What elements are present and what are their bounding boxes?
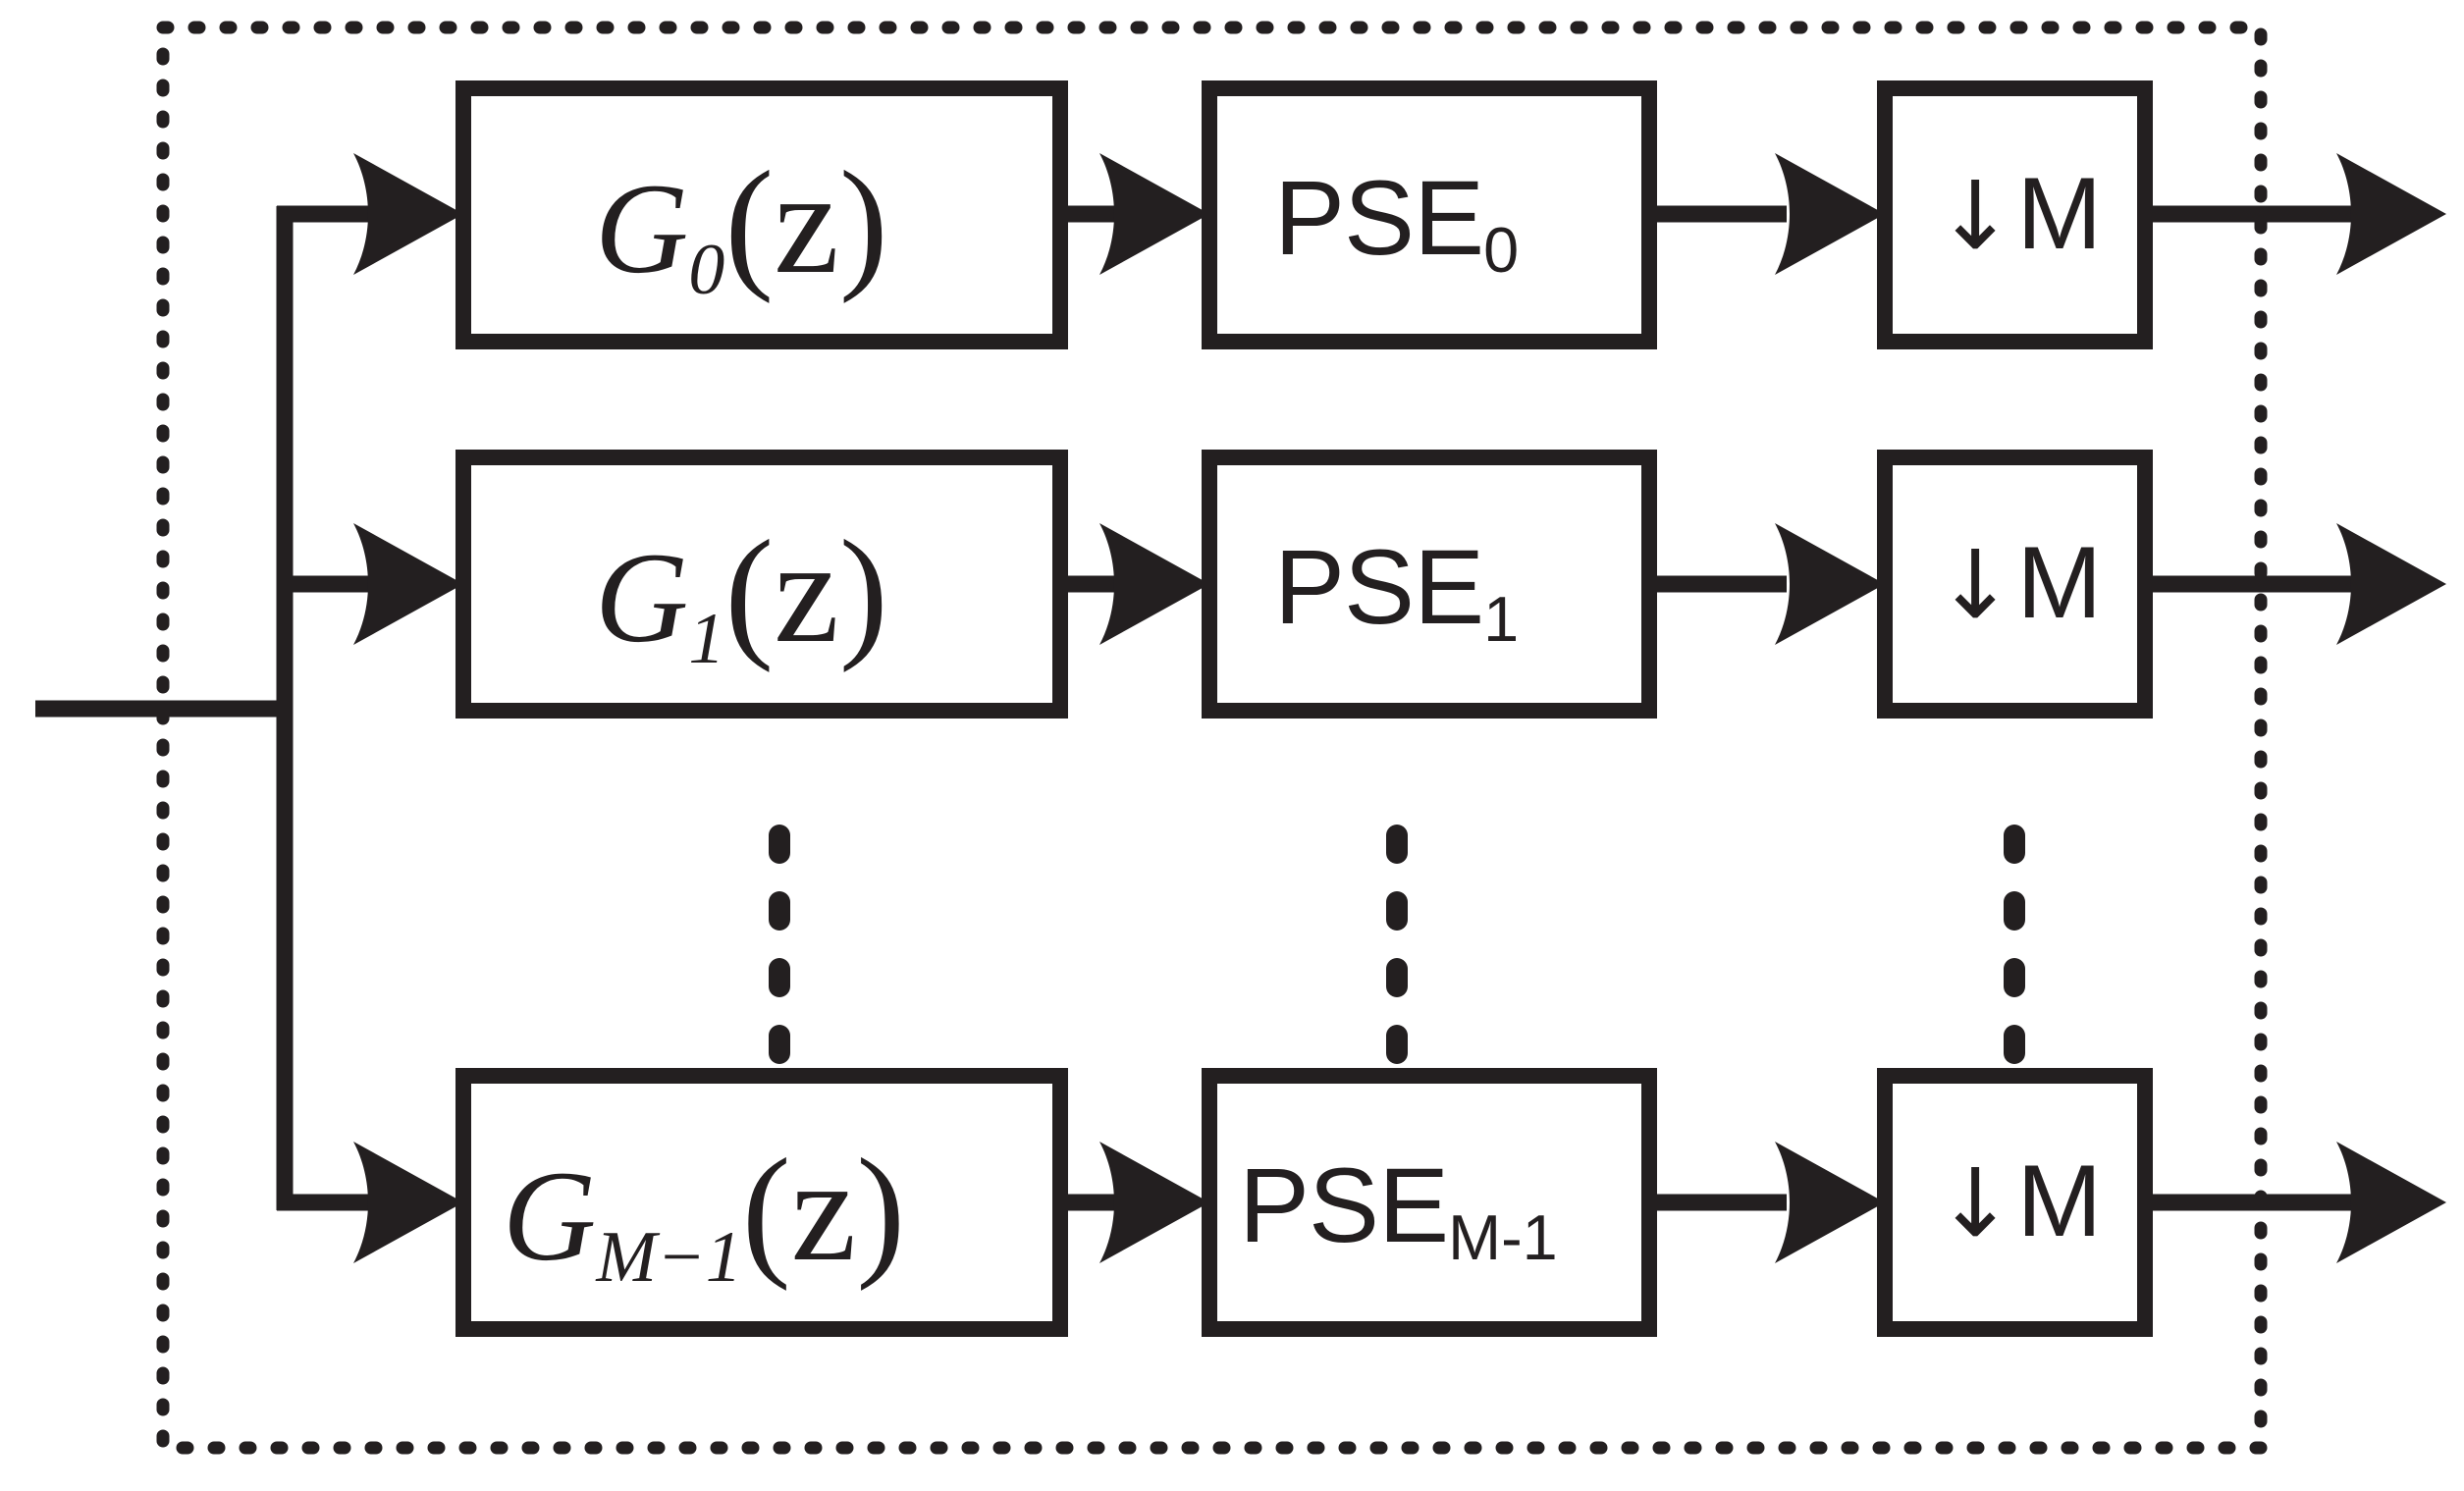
filter-label-last: GM−1(z) (503, 1137, 905, 1293)
decimator-factor-last: M (2016, 1145, 2105, 1258)
arrow-head-bus-to-filter-1 (353, 523, 463, 645)
down-arrow-icon: ↓ (1936, 161, 2017, 271)
pse-box-1 (1202, 450, 1657, 719)
arrow-head-output-last (2336, 1142, 2446, 1263)
filter-subscript-last: M−1 (596, 1216, 742, 1298)
arrow-head-output-0 (2336, 153, 2446, 275)
down-arrow-icon: ↓ (1936, 530, 2017, 640)
arrow-head-output-1 (2336, 523, 2446, 645)
filter-box-last (455, 1068, 1068, 1337)
filter-subscript-1: 1 (688, 598, 725, 679)
decimator-factor-0: M (2016, 157, 2105, 271)
pse-subscript-last: M-1 (1448, 1201, 1558, 1274)
decimator-label-0: ↓M (1936, 163, 2104, 265)
filter-base-last: G (503, 1144, 597, 1288)
decimator-box-1 (1877, 450, 2153, 719)
filter-box-0 (455, 80, 1068, 349)
filter-arg-last: (z) (741, 1129, 906, 1292)
filter-arg-1: (z) (724, 510, 888, 673)
filter-box-1 (455, 450, 1068, 719)
arrow-head-filter-0-to-pse-0 (1099, 153, 1209, 275)
decimator-factor-1: M (2016, 526, 2105, 640)
filter-label-0: G0(z) (595, 149, 888, 305)
ellipsis-filter-column (769, 825, 790, 1064)
pse-base-1: PSE (1274, 527, 1484, 646)
arrow-head-bus-to-filter-0 (353, 153, 463, 275)
arrow-head-pse-last-to-decimator-last (1775, 1142, 1885, 1263)
pse-label-last: PSEM-1 (1239, 1152, 1558, 1270)
pse-subscript-1: 1 (1483, 583, 1520, 656)
filter-base-0: G (595, 156, 689, 300)
down-arrow-icon: ↓ (1936, 1148, 2017, 1258)
arrow-head-filter-last-to-pse-last (1099, 1142, 1209, 1263)
pse-subscript-0: 0 (1483, 214, 1520, 287)
decimator-box-0 (1877, 80, 2153, 349)
filter-label-1: G1(z) (595, 518, 888, 674)
pse-box-0 (1202, 80, 1657, 349)
filter-arg-0: (z) (724, 141, 888, 304)
filter-base-1: G (595, 525, 689, 669)
ellipsis-pse-column (1386, 825, 1408, 1064)
arrow-head-bus-to-filter-last (353, 1142, 463, 1263)
decimator-label-last: ↓M (1936, 1150, 2104, 1252)
pse-box-last (1202, 1068, 1657, 1337)
pse-base-last: PSE (1239, 1145, 1449, 1264)
pse-base-0: PSE (1274, 158, 1484, 277)
arrow-head-pse-0-to-decimator-0 (1775, 153, 1885, 275)
arrow-head-filter-1-to-pse-1 (1099, 523, 1209, 645)
pse-label-1: PSE1 (1274, 534, 1519, 652)
ellipsis-decimator-column (2004, 825, 2025, 1064)
decimator-box-last (1877, 1068, 2153, 1337)
filter-subscript-0: 0 (688, 229, 725, 310)
arrow-head-pse-1-to-decimator-1 (1775, 523, 1885, 645)
pse-label-0: PSE0 (1274, 165, 1519, 283)
decimator-label-1: ↓M (1936, 532, 2104, 634)
